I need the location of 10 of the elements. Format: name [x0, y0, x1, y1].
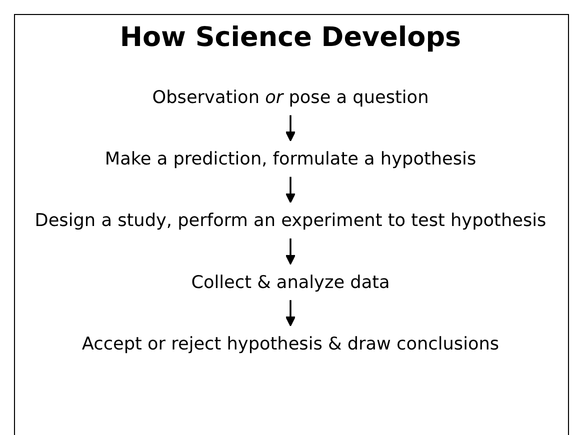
node-text: Collect & analyze data	[191, 271, 390, 292]
node-text: Make a prediction, formulate a hypothesis	[104, 148, 476, 170]
node-text: Accept or reject hypothesis & draw conclusions	[82, 332, 500, 354]
node-text: Design a study, perform an experiment to test hypothesis	[34, 210, 546, 231]
arrow	[285, 176, 296, 204]
arrow	[285, 238, 296, 265]
title: How Science Develops	[118, 22, 462, 53]
arrow	[285, 300, 296, 326]
node-text: Observation or pose a question	[152, 86, 429, 108]
arrow	[285, 115, 296, 142]
